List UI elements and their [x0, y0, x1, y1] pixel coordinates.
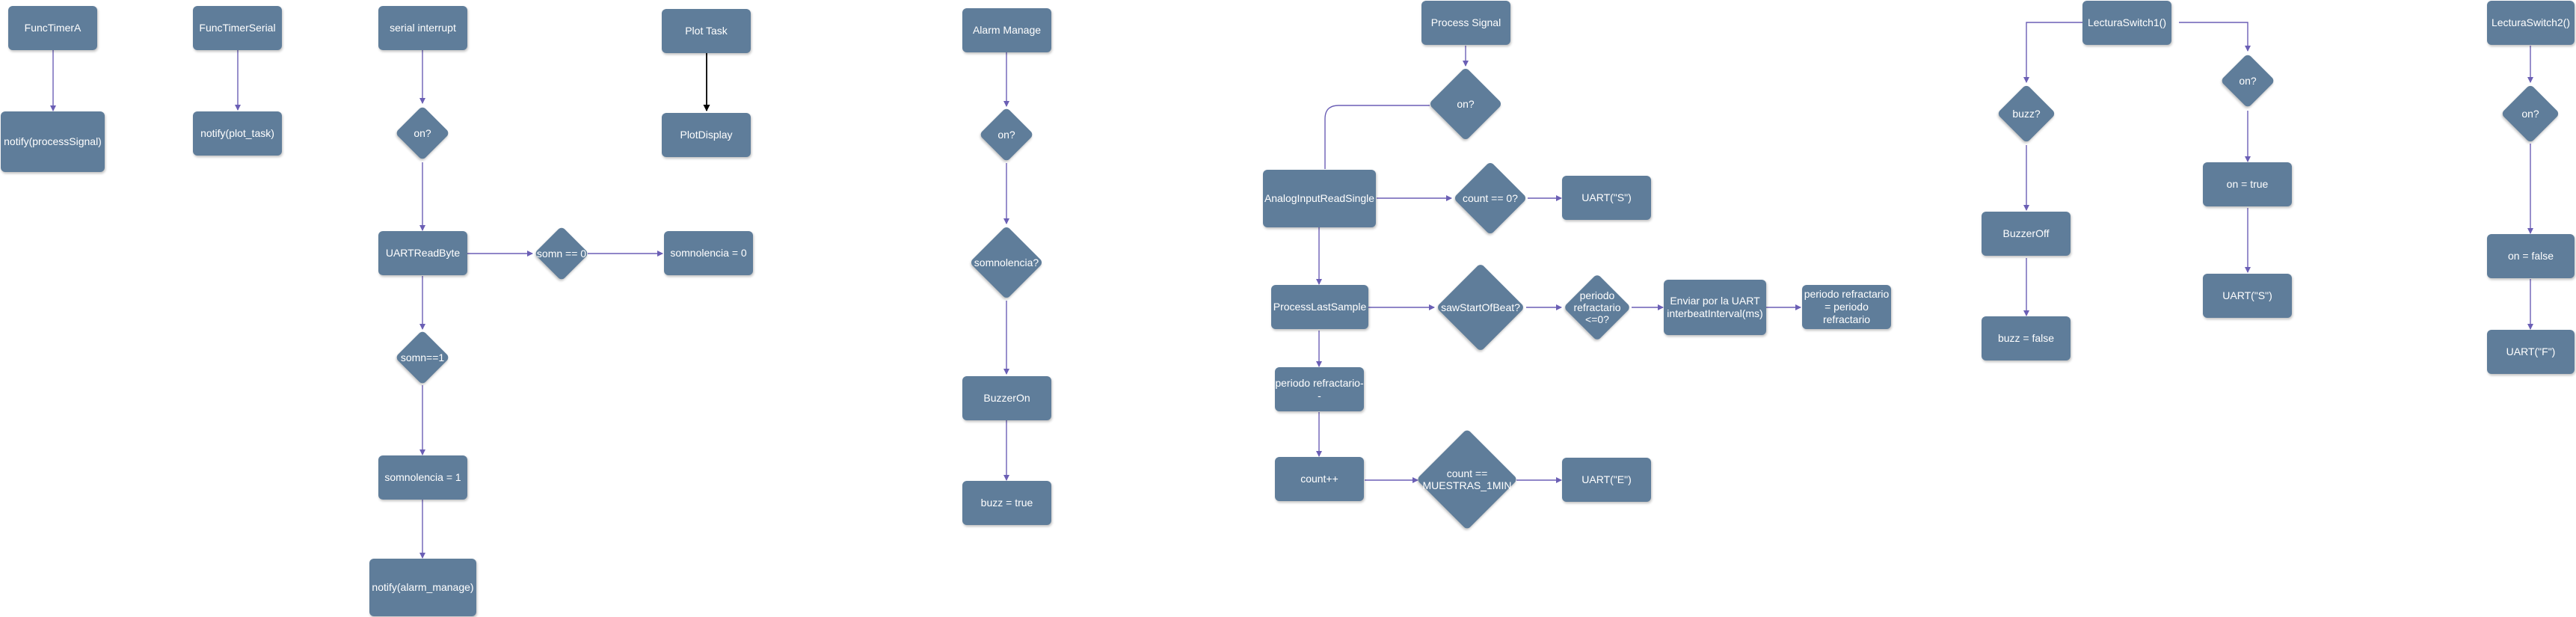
uart-f-node[interactable]: UART("F"): [2487, 330, 2575, 374]
node-label: Enviar por la UART interbeatInterval(ms): [1667, 295, 1763, 319]
notify-alarm-manage-node[interactable]: notify(alarm_manage): [369, 559, 476, 616]
somnolencia-one-node[interactable]: somnolencia = 1: [378, 455, 467, 500]
node-label: on?: [2239, 75, 2257, 87]
node-label: serial interrupt: [390, 22, 456, 34]
node-label: notify(processSignal): [4, 135, 102, 147]
node-label: FuncTimerA: [24, 22, 82, 34]
buzz-false-node[interactable]: buzz = false: [1982, 316, 2071, 360]
node-label: on?: [1457, 98, 1475, 110]
alarm-manage-node[interactable]: Alarm Manage: [962, 8, 1051, 52]
node-label: FuncTimerSerial: [199, 22, 276, 34]
on-false-node[interactable]: on = false: [2487, 234, 2575, 278]
node-label: Process Signal: [1430, 16, 1501, 28]
buzzer-off-node[interactable]: BuzzerOff: [1982, 212, 2071, 256]
node-label: periodo refractario--: [1275, 376, 1364, 402]
func-timer-serial-node[interactable]: FuncTimerSerial: [193, 6, 282, 50]
node-label: UARTReadByte: [385, 247, 461, 259]
send-uart-node[interactable]: Enviar por la UART interbeatInterval(ms): [1664, 280, 1766, 335]
on-true-node[interactable]: on = true: [2203, 162, 2292, 206]
edge: [2179, 22, 2251, 52]
node-label: somnolencia?: [974, 257, 1039, 268]
node-label: buzz = true: [980, 497, 1033, 509]
node-label: periodo refractario = periodo refractari…: [1804, 288, 1890, 325]
node-label: somnolencia = 0: [670, 247, 747, 259]
node-label: buzz = false: [1997, 332, 2055, 344]
func-timer-a-node[interactable]: FuncTimerA: [8, 6, 97, 50]
node-label: buzz?: [2012, 108, 2041, 120]
process-signal-node[interactable]: Process Signal: [1421, 1, 1510, 45]
node-label: on?: [997, 129, 1015, 141]
node-label: on?: [2521, 108, 2539, 120]
node-label: periodo refractario <=0?: [1573, 289, 1621, 325]
node-label: count++: [1300, 473, 1338, 485]
node-label: LecturaSwitch1(): [2087, 16, 2167, 28]
node-label: UART("S"): [1581, 191, 1632, 203]
node-label: Alarm Manage: [972, 24, 1042, 36]
node-label: sawStartOfBeat?: [1441, 301, 1520, 313]
buzz-true-node[interactable]: buzz = true: [962, 481, 1051, 525]
lectura-switch-1-node[interactable]: LecturaSwitch1(): [2082, 1, 2171, 45]
plot-task-node[interactable]: Plot Task: [662, 9, 751, 53]
node-label: BuzzerOff: [2002, 227, 2050, 239]
node-label: notify(plot_task): [200, 127, 274, 139]
node-label: UART("F"): [2506, 346, 2556, 357]
lectura-switch-2-node[interactable]: LecturaSwitch2(): [2487, 1, 2575, 45]
node-label: on = false: [2507, 250, 2554, 262]
edge: [2023, 22, 2082, 83]
node-label: on = true: [2226, 178, 2269, 190]
notify-plot-task-node[interactable]: notify(plot_task): [193, 111, 282, 156]
node-label: PlotDisplay: [680, 129, 733, 141]
plot-display-node[interactable]: PlotDisplay: [662, 113, 751, 157]
node-label: count == MUESTRAS_1MIN: [1422, 467, 1512, 491]
node-label: UART("E"): [1581, 473, 1632, 485]
node-label: ProcessLastSample: [1273, 301, 1367, 313]
node-label: BuzzerOn: [983, 392, 1030, 404]
node-label: LecturaSwitch2(): [2491, 16, 2571, 28]
node-label: somn == 0: [536, 248, 587, 260]
process-last-sample-node[interactable]: ProcessLastSample: [1271, 285, 1368, 329]
periodo-assign-node[interactable]: periodo refractario = periodo refractari…: [1802, 285, 1891, 329]
count-increment-node[interactable]: count++: [1275, 457, 1364, 501]
node-label: notify(alarm_manage): [372, 581, 474, 593]
switch1-uart-s-node[interactable]: UART("S"): [2203, 274, 2292, 318]
node-label: Plot Task: [685, 25, 728, 37]
node-label: on?: [414, 127, 431, 139]
node-label: somnolencia = 1: [384, 471, 461, 483]
buzzer-on-node[interactable]: BuzzerOn: [962, 376, 1051, 420]
node-label: UART("S"): [2222, 289, 2272, 301]
serial-interrupt-node[interactable]: serial interrupt: [378, 6, 467, 50]
node-label: AnalogInputReadSingle: [1264, 192, 1375, 204]
notify-process-signal-node[interactable]: notify(processSignal): [1, 111, 105, 172]
periodo-decrement-node[interactable]: periodo refractario--: [1275, 367, 1364, 411]
uart-read-byte-node[interactable]: UARTReadByte: [378, 231, 467, 275]
uart-e-node[interactable]: UART("E"): [1562, 458, 1651, 502]
node-label: count == 0?: [1463, 192, 1518, 204]
somnolencia-zero-node[interactable]: somnolencia = 0: [664, 231, 753, 275]
edge: [1324, 105, 1430, 169]
analog-read-node[interactable]: AnalogInputReadSingle: [1263, 170, 1376, 227]
uart-s-node[interactable]: UART("S"): [1562, 176, 1651, 220]
node-label: somn==1: [400, 352, 445, 363]
